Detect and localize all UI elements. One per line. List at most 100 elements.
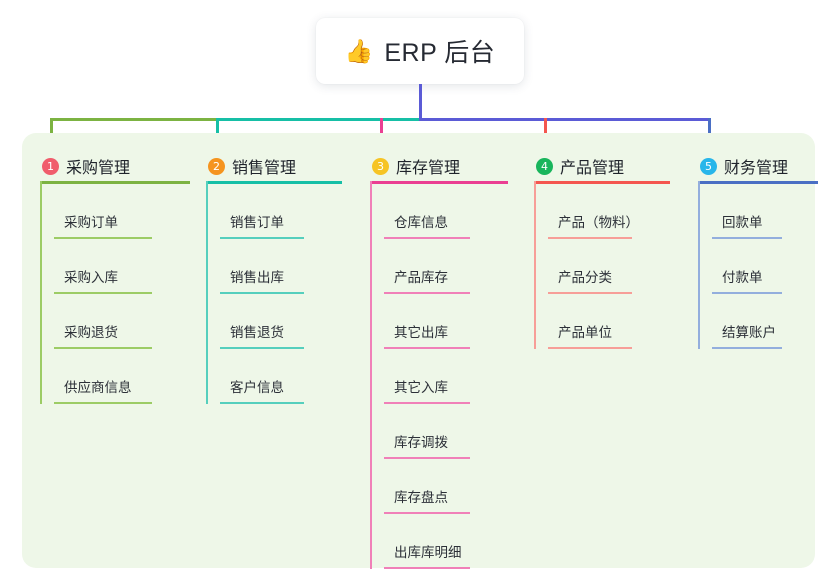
leaf-underline <box>384 237 470 239</box>
leaf-underline <box>384 512 470 514</box>
leaf-underline <box>384 347 470 349</box>
branch-title-1: 采购管理 <box>66 160 131 177</box>
leaf-label: 其它出库 <box>394 325 448 340</box>
leaf-label: 采购订单 <box>64 215 118 230</box>
leaf-item[interactable]: 其它入库 <box>370 349 508 404</box>
leaf-item[interactable]: 产品（物料） <box>534 181 670 239</box>
branch-header-4[interactable]: 4 产品管理 <box>534 148 670 184</box>
branch-badge-2: 2 <box>208 157 225 175</box>
leaf-label: 库存调拨 <box>394 435 448 450</box>
leaf-spine <box>40 181 42 239</box>
leaf-underline <box>54 402 152 404</box>
root-node-title: ERP 后台 <box>384 39 496 67</box>
branch-title-5: 财务管理 <box>724 160 789 177</box>
leaf-label: 供应商信息 <box>64 380 132 395</box>
leaf-spine <box>534 181 536 239</box>
branch-column-3: 3 库存管理仓库信息产品库存其它出库其它入库库存调拨库存盘点出库库明细 <box>370 148 508 569</box>
leaf-label: 采购退货 <box>64 325 118 340</box>
branch-header-5[interactable]: 5 财务管理 <box>698 148 818 184</box>
leaf-underline <box>548 347 632 349</box>
branch-underline-4 <box>534 181 670 184</box>
leaf-spine <box>534 294 536 349</box>
leaf-underline <box>220 237 304 239</box>
leaf-item[interactable]: 仓库信息 <box>370 181 508 239</box>
leaf-label: 销售出库 <box>230 270 284 285</box>
thumbs-up-emoji: 👍 <box>344 38 374 65</box>
leaf-label: 销售订单 <box>230 215 284 230</box>
leaf-label: 销售退货 <box>230 325 284 340</box>
leaf-item[interactable]: 采购入库 <box>40 239 190 294</box>
leaf-label: 产品分类 <box>558 270 612 285</box>
leaf-label: 出库库明细 <box>394 545 462 560</box>
leaf-underline <box>54 292 152 294</box>
leaf-item[interactable]: 出库库明细 <box>370 514 508 569</box>
leaf-spine <box>370 239 372 294</box>
leaf-underline <box>384 292 470 294</box>
bus-segment-2 <box>216 118 420 121</box>
leaf-underline <box>712 347 782 349</box>
leaf-item[interactable]: 客户信息 <box>206 349 342 404</box>
leaf-underline <box>384 402 470 404</box>
leaf-spine <box>534 239 536 294</box>
leaf-item[interactable]: 采购退货 <box>40 294 190 349</box>
leaf-label: 仓库信息 <box>394 215 448 230</box>
leaf-underline <box>384 567 470 569</box>
leaf-spine <box>206 239 208 294</box>
leaf-underline <box>548 292 632 294</box>
leaf-underline <box>220 292 304 294</box>
leaf-label: 其它入库 <box>394 380 448 395</box>
branch-header-3[interactable]: 3 库存管理 <box>370 148 508 184</box>
leaf-item[interactable]: 回款单 <box>698 181 818 239</box>
leaf-spine <box>40 349 42 404</box>
leaf-item[interactable]: 销售订单 <box>206 181 342 239</box>
branch-badge-5: 5 <box>700 157 717 175</box>
branch-header-1[interactable]: 1 采购管理 <box>40 148 190 184</box>
leaf-item[interactable]: 采购订单 <box>40 181 190 239</box>
branch-badge-4: 4 <box>536 157 553 175</box>
leaf-label: 回款单 <box>722 215 763 230</box>
leaf-spine <box>206 181 208 239</box>
trunk-connector <box>419 84 422 121</box>
leaf-label: 产品库存 <box>394 270 448 285</box>
leaf-item[interactable]: 销售退货 <box>206 294 342 349</box>
leaf-item[interactable]: 结算账户 <box>698 294 818 349</box>
leaf-underline <box>220 347 304 349</box>
leaf-item[interactable]: 产品单位 <box>534 294 670 349</box>
leaf-underline <box>548 237 632 239</box>
branch-column-1: 1 采购管理采购订单采购入库采购退货供应商信息 <box>40 148 190 404</box>
branch-title-4: 产品管理 <box>560 160 625 177</box>
branch-badge-3: 3 <box>372 157 389 175</box>
leaf-spine <box>40 239 42 294</box>
leaf-underline <box>712 292 782 294</box>
leaf-spine <box>206 349 208 404</box>
leaf-label: 产品（物料） <box>558 215 639 230</box>
leaf-underline <box>712 237 782 239</box>
branch-title-3: 库存管理 <box>396 160 461 177</box>
leaf-item[interactable]: 供应商信息 <box>40 349 190 404</box>
leaf-item[interactable]: 销售出库 <box>206 239 342 294</box>
leaf-spine <box>370 459 372 514</box>
leaf-spine <box>206 294 208 349</box>
root-node-card[interactable]: 👍 ERP 后台 <box>316 18 524 84</box>
leaf-underline <box>384 457 470 459</box>
leaf-item[interactable]: 库存盘点 <box>370 459 508 514</box>
leaf-item[interactable]: 库存调拨 <box>370 404 508 459</box>
branch-underline-1 <box>40 181 190 184</box>
leaf-label: 采购入库 <box>64 270 118 285</box>
leaf-spine <box>370 404 372 459</box>
branch-badge-1: 1 <box>42 157 59 175</box>
leaf-underline <box>54 237 152 239</box>
leaf-item[interactable]: 其它出库 <box>370 294 508 349</box>
leaf-label: 结算账户 <box>722 325 776 340</box>
leaf-item[interactable]: 付款单 <box>698 239 818 294</box>
leaf-underline <box>220 402 304 404</box>
branch-underline-5 <box>698 181 818 184</box>
leaf-item[interactable]: 产品库存 <box>370 239 508 294</box>
leaf-spine <box>370 514 372 569</box>
leaf-spine <box>698 239 700 294</box>
leaf-label: 产品单位 <box>558 325 612 340</box>
leaf-item[interactable]: 产品分类 <box>534 239 670 294</box>
